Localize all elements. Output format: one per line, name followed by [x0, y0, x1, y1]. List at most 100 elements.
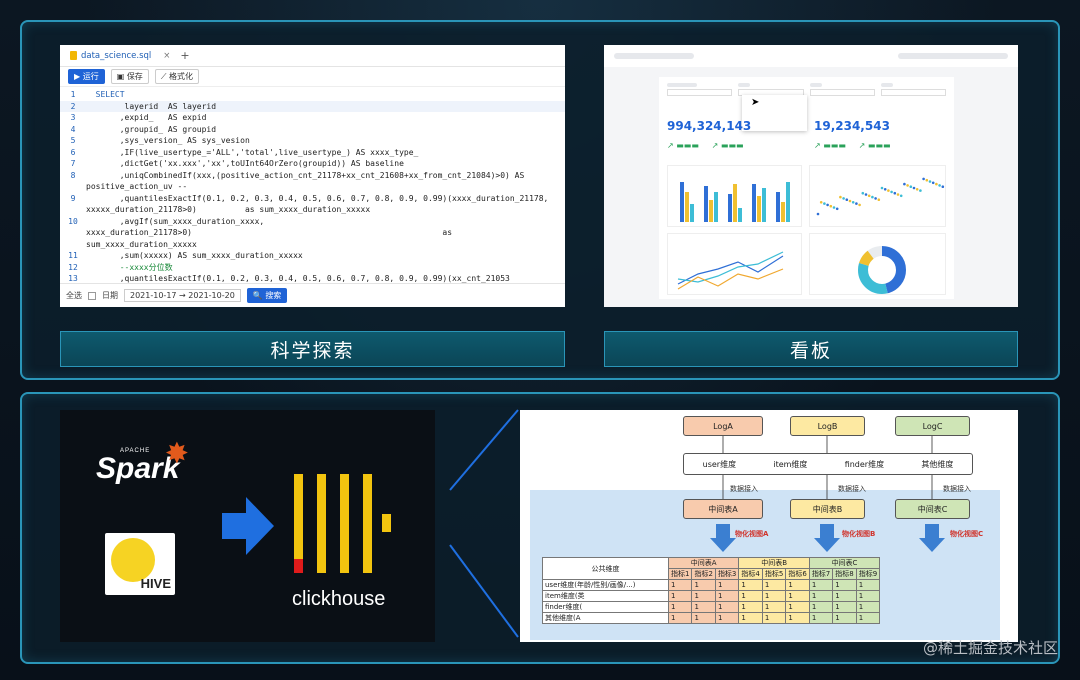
point: [842, 197, 845, 200]
tab-label: data_science.sql: [81, 50, 152, 61]
dimension-row-label: finder维度(: [542, 601, 669, 613]
point: [861, 191, 865, 195]
metric-cell: 1: [761, 612, 787, 624]
trend-icon: ↗ ▬▬▬ ↗ ▬▬▬: [667, 141, 744, 150]
point: [925, 178, 929, 182]
bar: [752, 184, 756, 222]
point: [832, 206, 836, 209]
code-line: 8 ,uniqCombinedIf(xxx,(positive_action_c…: [70, 170, 525, 180]
metric-cell: 1: [855, 579, 881, 591]
bar: [786, 182, 790, 222]
metric-card-1: 994,324,143 ↗ ▬▬▬ ↗ ▬▬▬: [667, 119, 802, 150]
metric-cell: 1: [738, 590, 763, 602]
date-range-input[interactable]: 2021-10-17 → 2021-10-20: [124, 289, 241, 302]
bar-chart-card: [667, 165, 802, 227]
metric-cell: 1: [785, 590, 810, 602]
sql-editor: data_science.sql × + ▶ 运行 ▣ 保存 ⟋ 格式化 1 S…: [60, 45, 565, 307]
arrow-right-icon: [222, 497, 274, 555]
point: [893, 191, 897, 195]
mview-label: 物化视图A: [735, 530, 769, 538]
point: [941, 185, 945, 188]
save-button[interactable]: ▣ 保存: [110, 69, 149, 84]
metric-cell: 1: [714, 601, 740, 613]
metric-cell: 1: [808, 612, 834, 624]
ingest-label: 数据接入: [943, 485, 971, 493]
date-label: 日期: [102, 291, 118, 300]
bar: [781, 202, 785, 222]
bar: [690, 204, 694, 222]
point: [874, 197, 877, 200]
metric-cell: 1: [785, 601, 810, 613]
placeholder: [614, 53, 694, 59]
metric-card-2: 19,234,543 ↗ ▬▬▬ ↗ ▬▬▬: [814, 119, 949, 150]
point: [931, 181, 935, 185]
public-dim-header: 公共维度: [542, 557, 669, 580]
filter[interactable]: [880, 83, 946, 101]
metric-value: 19,234,543: [814, 119, 890, 133]
metric-cell: 1: [761, 579, 787, 591]
point: [829, 204, 833, 208]
point: [823, 202, 826, 205]
point: [915, 188, 919, 191]
filter-dropdown[interactable]: [742, 95, 807, 131]
search-button[interactable]: 🔍 搜索: [246, 288, 288, 303]
metric-header: 指标6: [785, 568, 810, 580]
editor-tabs: data_science.sql × +: [60, 45, 565, 67]
format-button[interactable]: ⟋ 格式化: [154, 69, 199, 84]
tab-data-science-sql[interactable]: data_science.sql ×: [70, 51, 170, 61]
group-header: 中间表B: [738, 557, 810, 569]
filter[interactable]: [809, 83, 875, 101]
add-tab-button[interactable]: +: [180, 49, 190, 62]
bar: [762, 188, 766, 222]
select-all-checkbox[interactable]: [88, 291, 96, 300]
point: [928, 180, 932, 183]
point: [867, 194, 871, 198]
clickhouse-logo: [288, 474, 398, 574]
dashboard-topbar: [604, 45, 1018, 67]
line-chart-card: [667, 233, 802, 295]
mview-label: 物化视图C: [950, 530, 984, 538]
point: [896, 193, 900, 196]
point: [919, 189, 922, 192]
metric-header: 指标1: [667, 568, 693, 580]
clickhouse-label: clickhouse: [292, 588, 386, 610]
hive-logo: HIVE: [105, 533, 175, 595]
code-line: xxxx_duration_21178>0) as: [86, 228, 453, 237]
donut-card: [809, 233, 946, 295]
dimension-row-label: 其他维度(A: [542, 612, 669, 624]
connector-lines: [449, 409, 519, 638]
code-line: xxxxx_duration_21178>0) as sum_xxxx_dura…: [86, 205, 371, 214]
scatter-card: [809, 165, 946, 227]
metric-cell: 1: [855, 601, 881, 613]
line-chart: [677, 251, 784, 290]
filter[interactable]: [667, 83, 733, 101]
node-logb: LogB: [790, 416, 865, 436]
file-icon: [70, 51, 77, 60]
close-icon[interactable]: ×: [163, 50, 171, 61]
donut-chart: [858, 246, 906, 294]
ingest-label: 数据接入: [730, 485, 758, 493]
code-line: 9 ,quantilesExactIf(0.1, 0.2, 0.3, 0.4, …: [70, 193, 549, 203]
bar: [776, 192, 780, 222]
dimension-row-label: user维度(年龄/性别/画像/...): [542, 579, 669, 591]
metric-cell: 1: [855, 590, 881, 602]
code-line: 13 ,quantilesExactIf(0.1, 0.2, 0.3, 0.4,…: [68, 274, 510, 283]
run-button[interactable]: ▶ 运行: [68, 69, 105, 84]
diagram-arrows: [710, 436, 945, 552]
point: [899, 194, 903, 198]
code-line: 2 layerid AS layerid: [60, 100, 565, 112]
metric-cell: 1: [714, 612, 740, 624]
point: [855, 202, 858, 205]
metric-header: 指标2: [691, 568, 716, 580]
bar: [714, 192, 718, 222]
bee-icon: [111, 538, 155, 582]
code-line: 7 ,dictGet('xx.xxx','xx',toUInt64OrZero(…: [70, 159, 404, 168]
dashboard-preview: 994,324,143 ↗ ▬▬▬ ↗ ▬▬▬ 19,234,543 ↗ ▬▬▬…: [604, 45, 1018, 307]
metric-cell: 1: [667, 579, 693, 591]
point: [835, 207, 839, 211]
metric-header: 指标9: [855, 568, 881, 580]
metric-cell: 1: [761, 590, 787, 602]
metric-header: 指标3: [714, 568, 740, 580]
